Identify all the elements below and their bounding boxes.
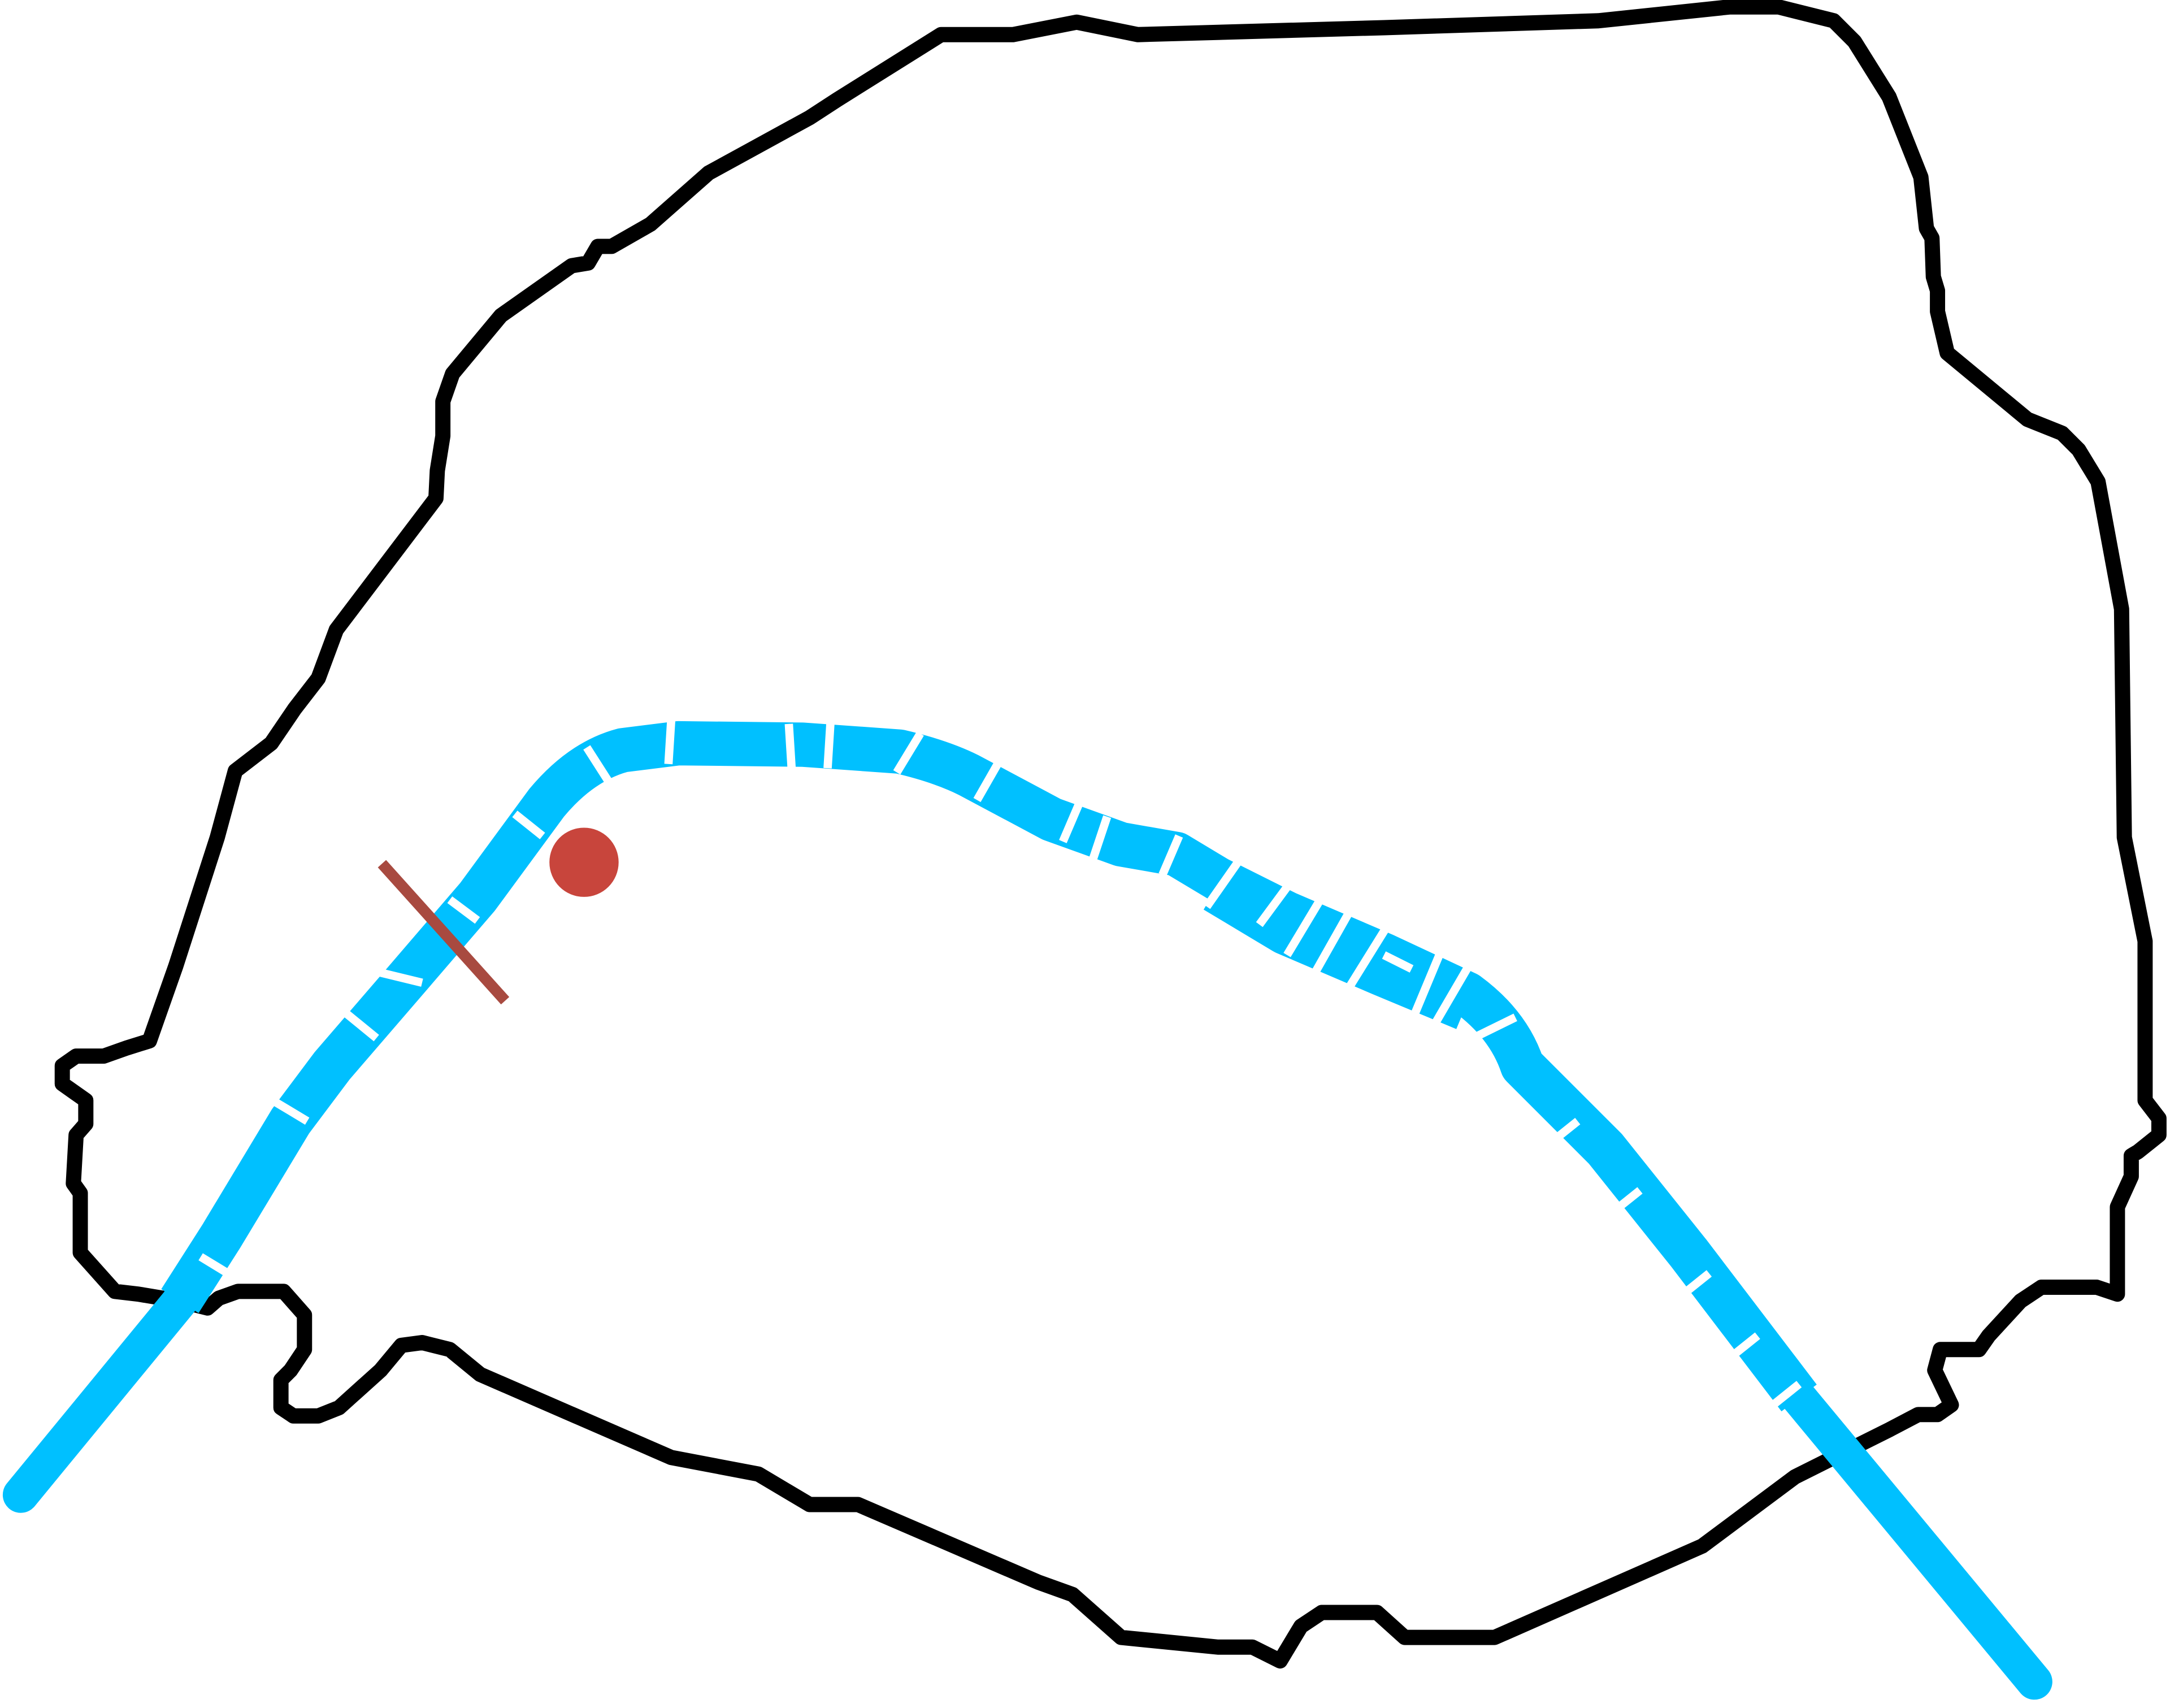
bridge-gap (1158, 834, 1183, 877)
bridge-gap (664, 719, 676, 765)
bridge-gap (1256, 869, 1302, 927)
bridge-gap (1414, 966, 1471, 1054)
bridge-gap (375, 968, 423, 987)
bridge-gap (1382, 951, 1414, 973)
bridge-gap (893, 731, 924, 775)
bridge-gap (823, 723, 835, 769)
bridge-gap (1672, 1270, 1712, 1304)
bridge-gap (343, 1009, 379, 1042)
bridges (198, 719, 1802, 1415)
bridge-gap (973, 759, 1003, 803)
bridge-gap (1603, 1187, 1643, 1221)
bridge-gap (447, 896, 480, 924)
bridge-gap (512, 810, 545, 839)
bridge-gap (1540, 1117, 1581, 1152)
river-city-section (161, 721, 1817, 1412)
bridge-gap (1059, 801, 1083, 843)
bridge-gap (1437, 1013, 1517, 1059)
bridge-gap (1089, 815, 1112, 860)
city-boundary (54, 0, 2167, 1669)
bridge-gap (1283, 883, 1333, 957)
bridge-gap (1342, 911, 1399, 996)
bridge-gap (583, 745, 613, 784)
bridge-gap (1761, 1381, 1802, 1415)
bridge-gap (1720, 1332, 1760, 1367)
bridge-gap (784, 723, 796, 769)
river-west-outflow (2, 1283, 198, 1513)
bridge-gap (1203, 848, 1249, 909)
line-marker (377, 860, 510, 1005)
point-marker (549, 827, 619, 897)
bridge-gap (1400, 953, 1443, 1040)
river-seine (2, 719, 2052, 1700)
river-east-inflow (1781, 1380, 2052, 1700)
bridge-gap (1304, 898, 1360, 988)
bridge-gap (198, 1253, 235, 1280)
bridge-gap (270, 1096, 310, 1125)
